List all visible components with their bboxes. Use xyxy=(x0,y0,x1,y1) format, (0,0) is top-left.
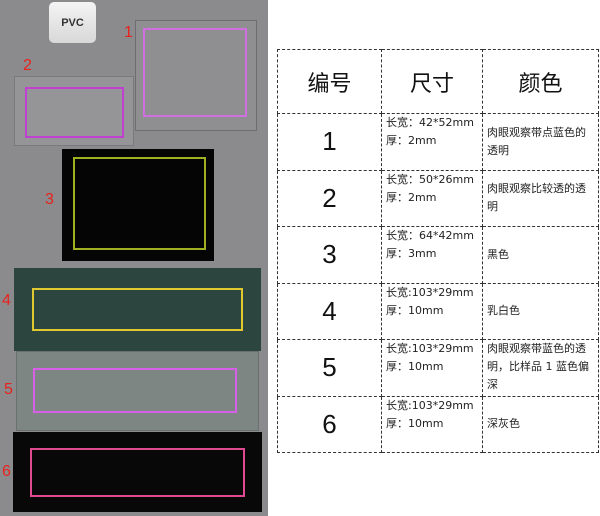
sample-5-board xyxy=(16,351,259,431)
row-id: 5 xyxy=(277,339,382,397)
sample-6-frame xyxy=(30,448,245,497)
sample-3-board xyxy=(62,149,214,261)
pvc-label: PVC xyxy=(49,2,96,43)
thickness-value: 厚：3mm xyxy=(386,247,437,260)
sample-1-frame xyxy=(143,28,247,117)
header-size: 尺寸 xyxy=(381,49,483,114)
table-row: 4 长宽:103*29mm 厚：10mm 乳白色 xyxy=(277,282,599,340)
sample-6-number: 6 xyxy=(2,463,11,480)
sample-4-number: 4 xyxy=(2,292,11,309)
table-row: 6 长宽:103*29mm 厚：10mm 深灰色 xyxy=(277,395,599,453)
sample-5-frame xyxy=(33,368,237,413)
samples-photo: PVC 1 2 3 4 5 6 xyxy=(0,0,268,516)
row-size: 长宽:103*29mm 厚：10mm xyxy=(381,282,483,340)
thickness-value: 厚：2mm xyxy=(386,134,437,147)
size-value: 长宽：42*52mm xyxy=(386,116,474,129)
size-value: 长宽:103*29mm xyxy=(386,285,474,299)
row-color: 乳白色 xyxy=(482,282,599,340)
row-size: 长宽:103*29mm 厚：10mm xyxy=(381,395,483,453)
table-row: 1 长宽：42*52mm 厚：2mm 肉眼观察带点蓝色的透明 xyxy=(277,113,599,171)
row-color: 黑色 xyxy=(482,226,599,284)
thickness-value: 厚：10mm xyxy=(386,360,444,373)
row-color: 肉眼观察带点蓝色的透明 xyxy=(482,113,599,171)
row-color: 肉眼观察比较透的透明 xyxy=(482,169,599,227)
table-row: 2 长宽：50*26mm 厚：2mm 肉眼观察比较透的透明 xyxy=(277,169,599,227)
sample-table: 编号 尺寸 颜色 1 长宽：42*52mm 厚：2mm 肉眼观察带点蓝色的透明 2… xyxy=(277,49,599,453)
sample-1-board xyxy=(135,20,257,131)
table-header-row: 编号 尺寸 颜色 xyxy=(277,49,599,114)
table-row: 5 长宽:103*29mm 厚：10mm 肉眼观察带蓝色的透明，比样品 1 蓝色偏… xyxy=(277,339,599,397)
header-id: 编号 xyxy=(277,49,382,114)
row-id: 2 xyxy=(277,169,382,227)
thickness-value: 厚：2mm xyxy=(386,190,437,204)
size-value: 长宽:103*29mm xyxy=(386,342,474,355)
sample-2-number: 2 xyxy=(23,57,32,74)
row-size: 长宽：50*26mm 厚：2mm xyxy=(381,169,483,227)
thickness-value: 厚：10mm xyxy=(386,416,444,430)
sample-1-number: 1 xyxy=(124,24,133,41)
header-color: 颜色 xyxy=(482,49,599,114)
row-id: 4 xyxy=(277,282,382,340)
sample-2-frame xyxy=(25,87,124,138)
row-size: 长宽:103*29mm 厚：10mm xyxy=(381,339,483,397)
sample-6-board xyxy=(13,432,262,512)
row-id: 3 xyxy=(277,226,382,284)
sample-5-number: 5 xyxy=(4,381,13,398)
row-color: 肉眼观察带蓝色的透明，比样品 1 蓝色偏深 xyxy=(482,339,599,397)
size-value: 长宽:103*29mm xyxy=(386,398,474,412)
table-row: 3 长宽：64*42mm 厚：3mm 黑色 xyxy=(277,226,599,284)
sample-3-number: 3 xyxy=(45,191,54,208)
sample-4-frame xyxy=(32,288,243,331)
sample-4-board xyxy=(14,268,261,351)
thickness-value: 厚：10mm xyxy=(386,303,444,317)
row-size: 长宽：64*42mm 厚：3mm xyxy=(381,226,483,284)
row-color: 深灰色 xyxy=(482,395,599,453)
row-id: 1 xyxy=(277,113,382,171)
sample-3-frame xyxy=(73,157,206,250)
row-id: 6 xyxy=(277,395,382,453)
size-value: 长宽：64*42mm xyxy=(386,229,474,242)
row-size: 长宽：42*52mm 厚：2mm xyxy=(381,113,483,171)
size-value: 长宽：50*26mm xyxy=(386,172,474,186)
